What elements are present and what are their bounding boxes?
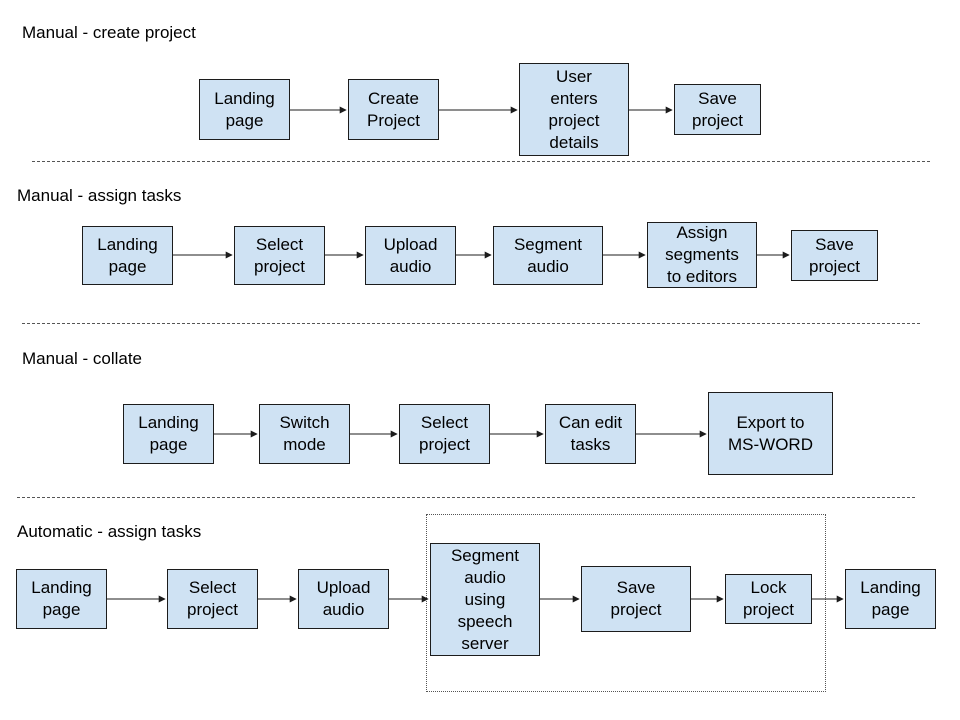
flow-step-landing-page: Landing page (16, 569, 107, 629)
speech-server-group-frame (426, 514, 826, 692)
section-title-collate: Manual - collate (22, 349, 143, 368)
flow-step-select-project: Select project (167, 569, 258, 629)
flow-step-segment-audio-using-speech-server: Segment audio using speech server (430, 543, 540, 656)
flow-step-save-project: Save project (791, 230, 878, 281)
section-divider (22, 323, 920, 324)
flow-step-landing-page: Landing page (199, 79, 290, 140)
flow-step-landing-page: Landing page (82, 226, 173, 285)
flow-step-save-project: Save project (581, 566, 691, 632)
flow-step-export-to-ms-word: Export to MS-WORD (708, 392, 833, 475)
flow-step-segment-audio: Segment audio (493, 226, 603, 285)
flow-step-upload-audio: Upload audio (365, 226, 456, 285)
section-divider (17, 497, 915, 498)
flow-step-create-project: Create Project (348, 79, 439, 140)
flow-step-save-project: Save project (674, 84, 761, 135)
section-title-create-project: Manual - create project (22, 23, 196, 42)
flow-step-upload-audio: Upload audio (298, 569, 389, 629)
flow-step-select-project: Select project (234, 226, 325, 285)
flow-step-landing-page: Landing page (123, 404, 214, 464)
flow-step-landing-page-return: Landing page (845, 569, 936, 629)
section-title-assign-tasks: Manual - assign tasks (17, 186, 182, 205)
flow-step-lock-project: Lock project (725, 574, 812, 624)
flow-step-can-edit-tasks: Can edit tasks (545, 404, 636, 464)
flow-step-select-project: Select project (399, 404, 490, 464)
flow-step-switch-mode: Switch mode (259, 404, 350, 464)
section-divider (32, 161, 930, 162)
flow-step-user-enters-project-details: User enters project details (519, 63, 629, 156)
section-title-automatic-assign-tasks: Automatic - assign tasks (17, 522, 202, 541)
flow-step-assign-segments-to-editors: Assign segments to editors (647, 222, 757, 288)
